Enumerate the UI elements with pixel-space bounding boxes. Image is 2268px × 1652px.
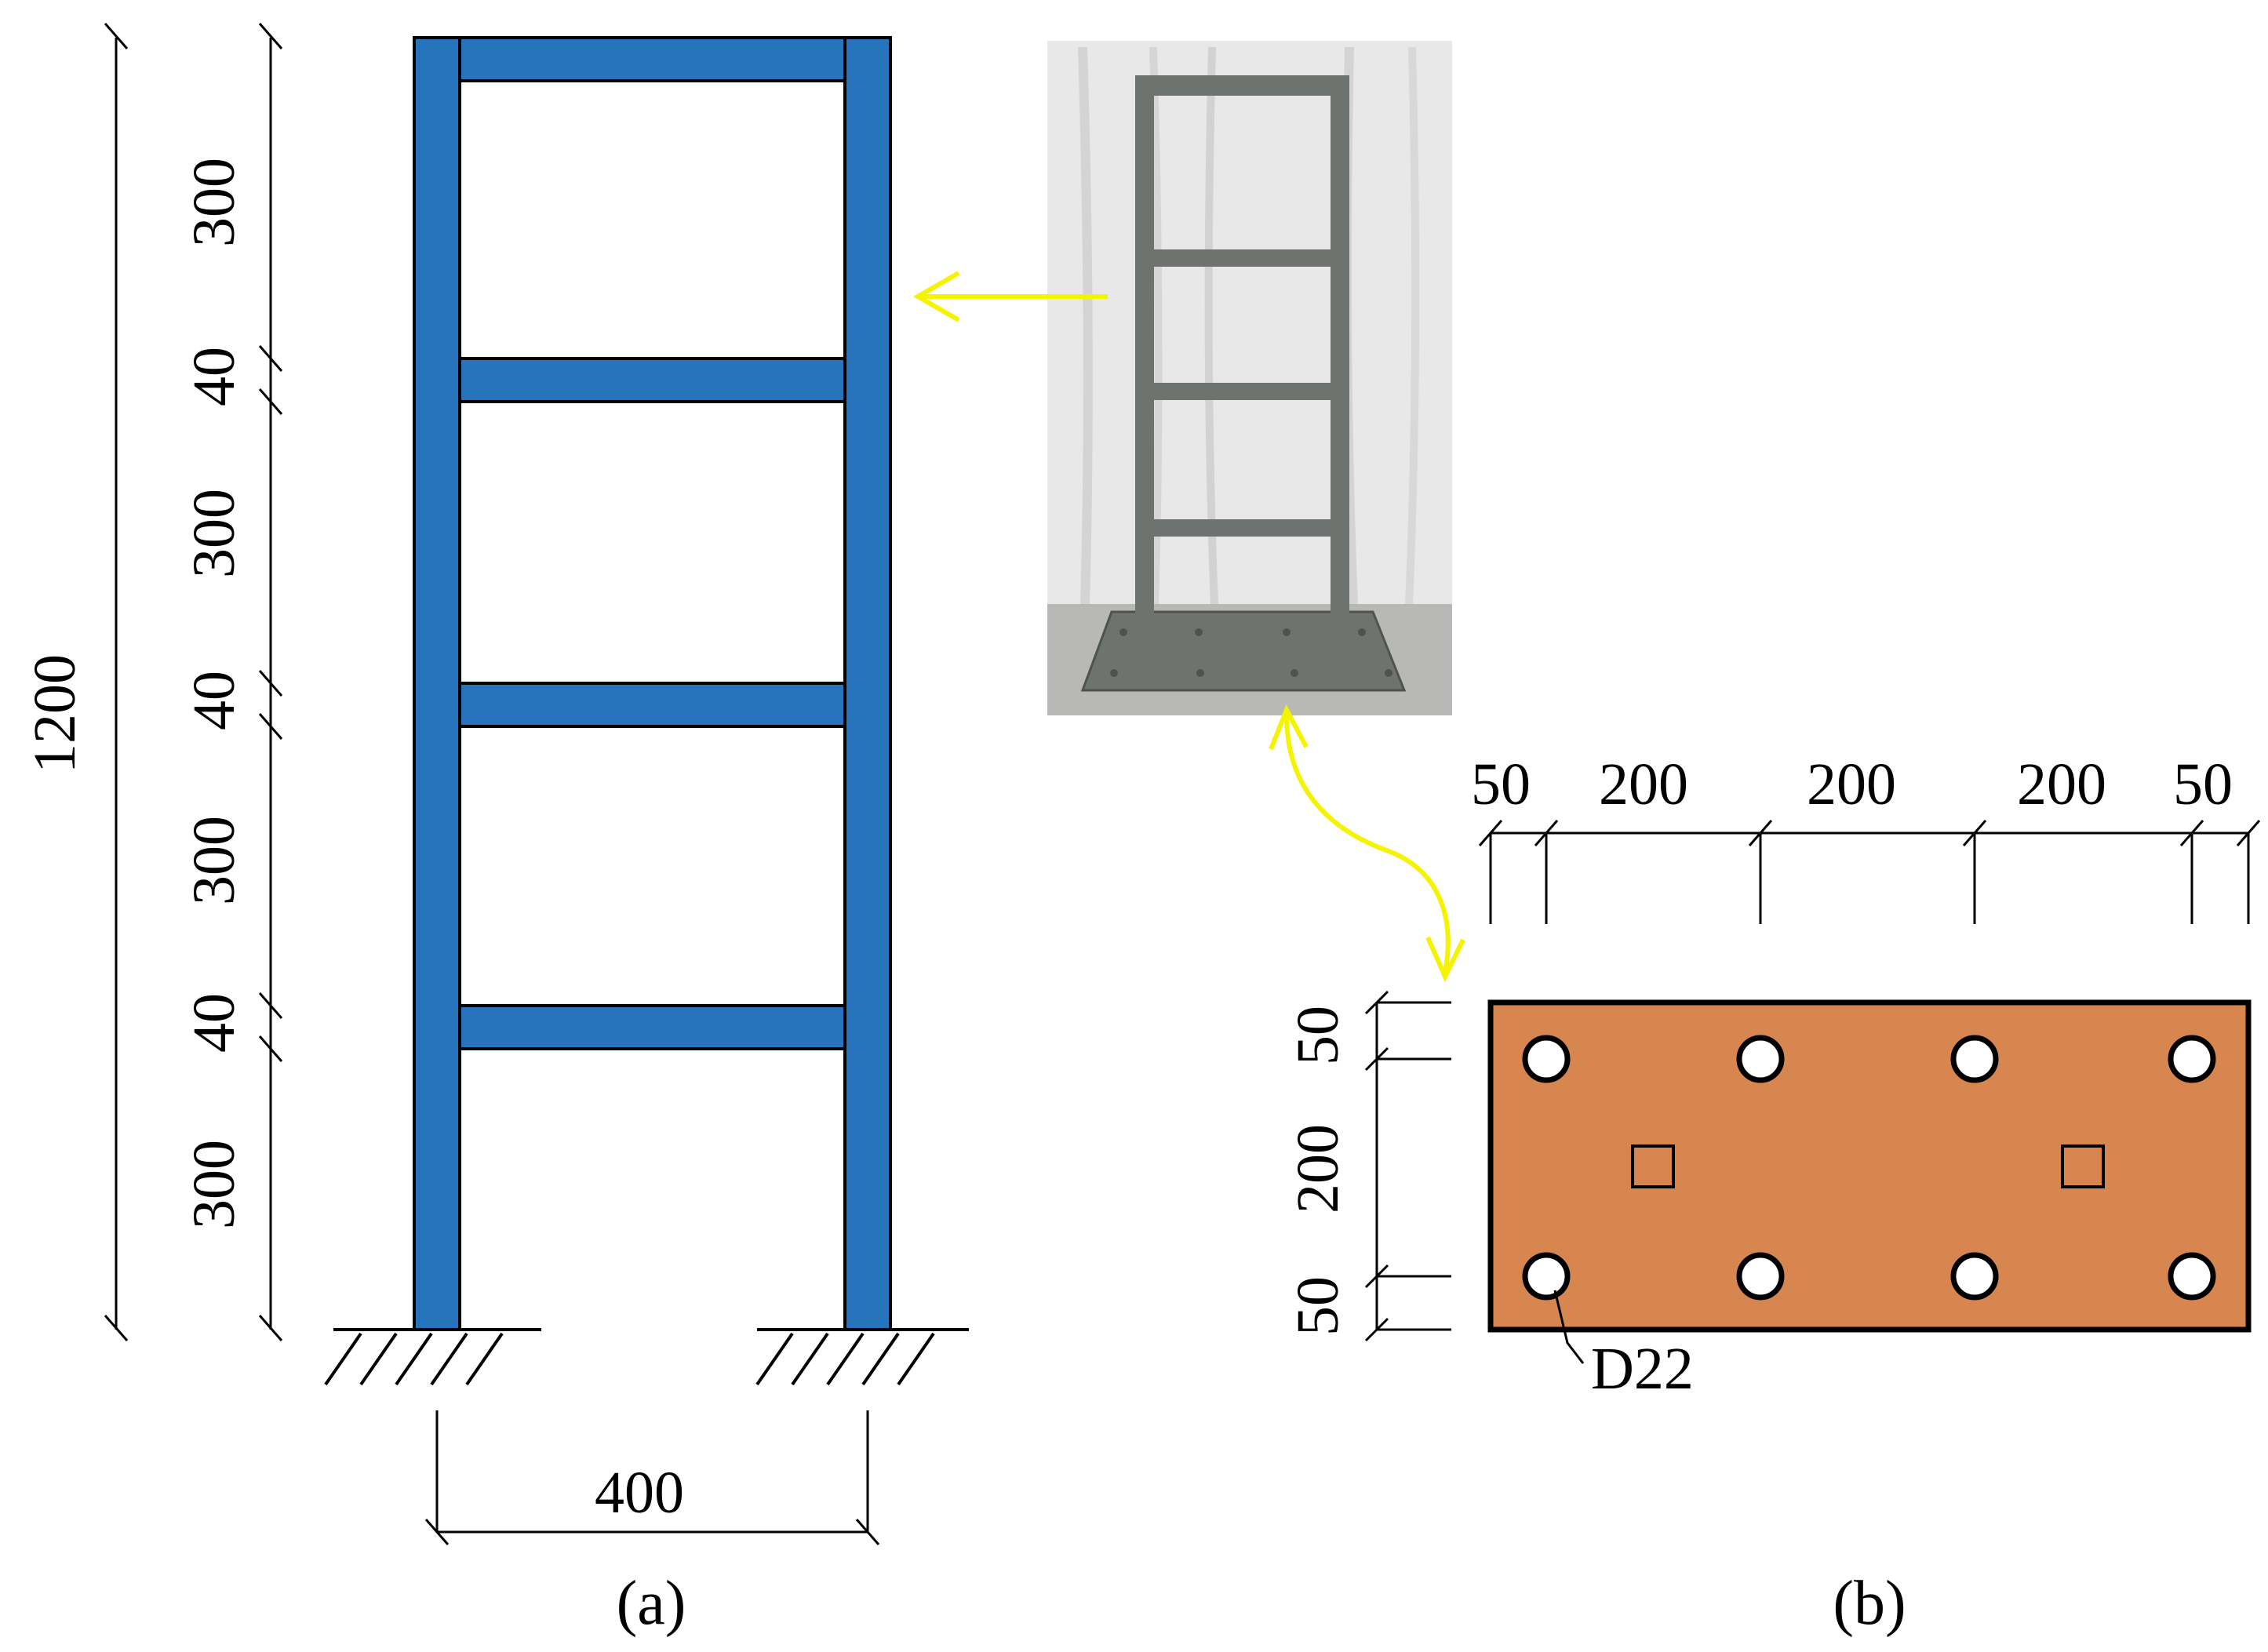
bolt-hole-circle-icon (1950, 1035, 1999, 1083)
bay-width-label: 400 (595, 1460, 684, 1526)
story-height-label-2: 300 (181, 816, 247, 905)
plate-dim-h-1: 50 (1471, 751, 1531, 817)
frame-drawing (413, 36, 892, 1331)
bolt-hole-circle-icon (1736, 1035, 1785, 1083)
story-height-label-1: 300 (181, 1140, 247, 1229)
plate-dim-v-1: 50 (1285, 1006, 1351, 1065)
base-plate (1487, 999, 2252, 1333)
plate-dim-h-5: 50 (2173, 751, 2233, 817)
total-height-label: 1200 (22, 654, 88, 773)
beam-depth-label-3: 40 (181, 347, 247, 406)
bolt-leader-line (1553, 1290, 1585, 1364)
plate-dim-v-2: 200 (1285, 1124, 1351, 1214)
story-height-label-3: 300 (181, 489, 247, 578)
plate-vertical-dimension-chain (1364, 990, 1451, 1342)
beam-floor-2 (458, 682, 846, 728)
bolt-hole-circle-icon (1950, 1252, 1999, 1301)
bolt-hole-circle-icon (1736, 1252, 1785, 1301)
caption-b: (b) (1833, 1569, 1906, 1638)
left-column (413, 36, 461, 1331)
beam-floor-1 (458, 1004, 846, 1050)
bolt-holes (1522, 1035, 2216, 1301)
plate-dim-h-2: 200 (1599, 751, 1688, 817)
left-fixed-support-icon (324, 1328, 541, 1386)
specimen-photo (1047, 41, 1452, 715)
plate-horizontal-dimension-chain (1478, 820, 2261, 924)
beam-depth-label-1: 40 (181, 993, 247, 1053)
plate-dim-h-4: 200 (2017, 751, 2106, 817)
double-arrow-photo-to-plate-icon (1269, 704, 1465, 983)
column-stub-left-square-icon (1631, 1144, 1675, 1188)
caption-a: (a) (617, 1569, 686, 1638)
bolt-hole-circle-icon (2168, 1035, 2216, 1083)
bolt-label: D22 (1591, 1336, 1694, 1402)
beam-floor-3 (458, 357, 846, 403)
bolt-hole-circle-icon (1522, 1035, 1571, 1083)
bay-width-dimension (424, 1410, 880, 1545)
story-dimension-chain (258, 23, 283, 1341)
right-fixed-support-icon (755, 1328, 969, 1386)
right-column (843, 36, 892, 1331)
column-stub-right-square-icon (2061, 1144, 2105, 1188)
bolt-hole-circle-icon (1522, 1252, 1571, 1301)
total-height-dimension (104, 23, 129, 1341)
plate-dim-v-3: 50 (1285, 1276, 1351, 1336)
arrow-photo-to-frame-icon (912, 271, 1108, 322)
bolt-hole-circle-icon (2168, 1252, 2216, 1301)
beam-depth-label-2: 40 (181, 671, 247, 730)
story-height-label-4: 300 (181, 158, 247, 247)
plate-dim-h-3: 200 (1807, 751, 1896, 817)
top-beam (458, 36, 846, 82)
